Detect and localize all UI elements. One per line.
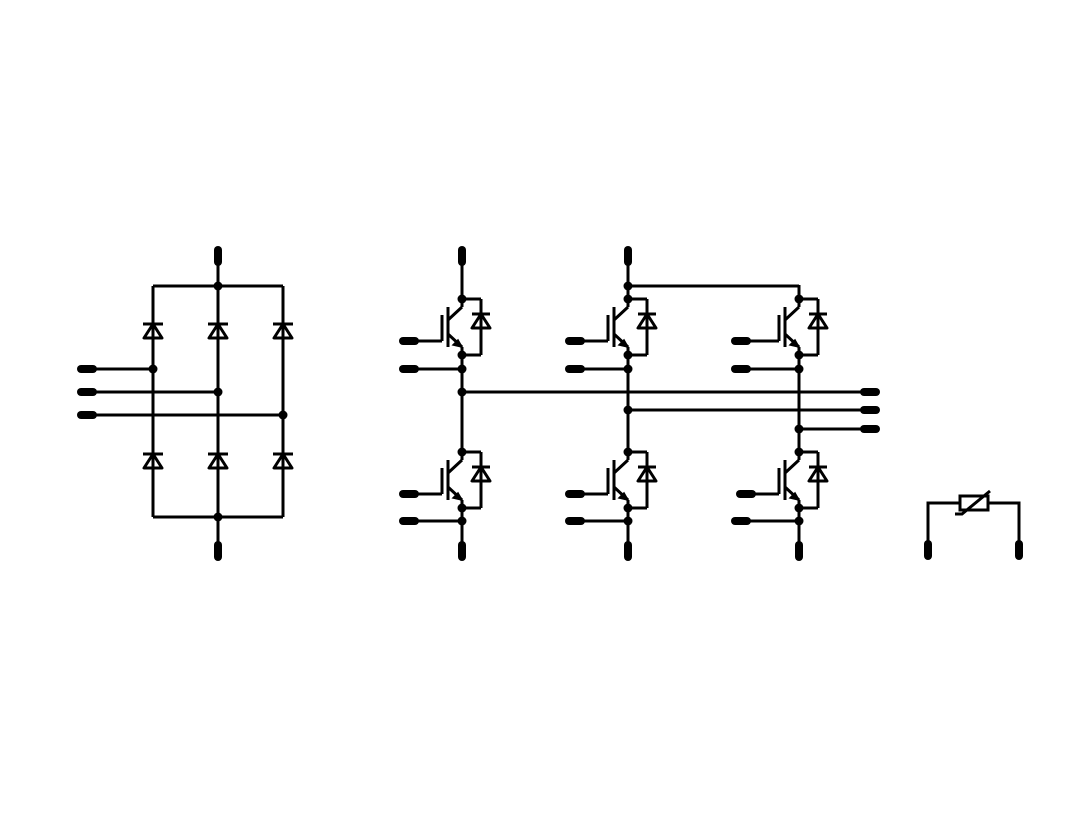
junction-dot bbox=[457, 516, 467, 526]
junction-dot bbox=[794, 447, 804, 457]
thermistor-terminals[interactable] bbox=[928, 544, 1019, 556]
junction-dot bbox=[623, 503, 633, 513]
junction-dot bbox=[457, 447, 467, 457]
thermistor-lead-left bbox=[928, 503, 960, 545]
junction-dot bbox=[213, 512, 223, 522]
junction-dot bbox=[623, 516, 633, 526]
junction-dot bbox=[794, 364, 804, 374]
junction-dot bbox=[457, 387, 467, 397]
bridge-terminals[interactable] bbox=[81, 250, 218, 557]
inverter-junctions bbox=[457, 281, 804, 526]
junction-dot bbox=[623, 447, 633, 457]
igbt-high-side-2 bbox=[566, 283, 658, 371]
junction-dot bbox=[278, 410, 288, 420]
igbt-high-side-1 bbox=[400, 283, 492, 371]
igbt-low-side-2 bbox=[566, 436, 658, 524]
igbt-devices bbox=[400, 283, 829, 524]
inverter-terminals[interactable] bbox=[403, 250, 876, 557]
junction-dot bbox=[457, 364, 467, 374]
junction-dot bbox=[794, 424, 804, 434]
thermistor-slash bbox=[955, 491, 990, 514]
junction-dot bbox=[794, 503, 804, 513]
junction-dot bbox=[794, 350, 804, 360]
junction-dot bbox=[457, 294, 467, 304]
igbt-low-side-3 bbox=[737, 436, 829, 524]
junction-dot bbox=[148, 364, 158, 374]
junction-dot bbox=[623, 350, 633, 360]
junction-dot bbox=[457, 503, 467, 513]
junction-dot bbox=[213, 387, 223, 397]
diode-bridge-rectifier bbox=[86, 262, 283, 545]
junction-dot bbox=[623, 364, 633, 374]
bridge-junctions bbox=[148, 281, 288, 522]
igbt-high-side-3 bbox=[737, 283, 829, 371]
thermistor-lead-right bbox=[988, 503, 1019, 545]
igbt-low-side-1 bbox=[400, 436, 492, 524]
junction-dot bbox=[623, 405, 633, 415]
junction-dot bbox=[794, 516, 804, 526]
junction-dot bbox=[213, 281, 223, 291]
junction-dot bbox=[623, 294, 633, 304]
thermistor bbox=[928, 491, 1019, 545]
junction-dot bbox=[794, 294, 804, 304]
junction-dot bbox=[457, 350, 467, 360]
junction-dot bbox=[623, 281, 633, 291]
